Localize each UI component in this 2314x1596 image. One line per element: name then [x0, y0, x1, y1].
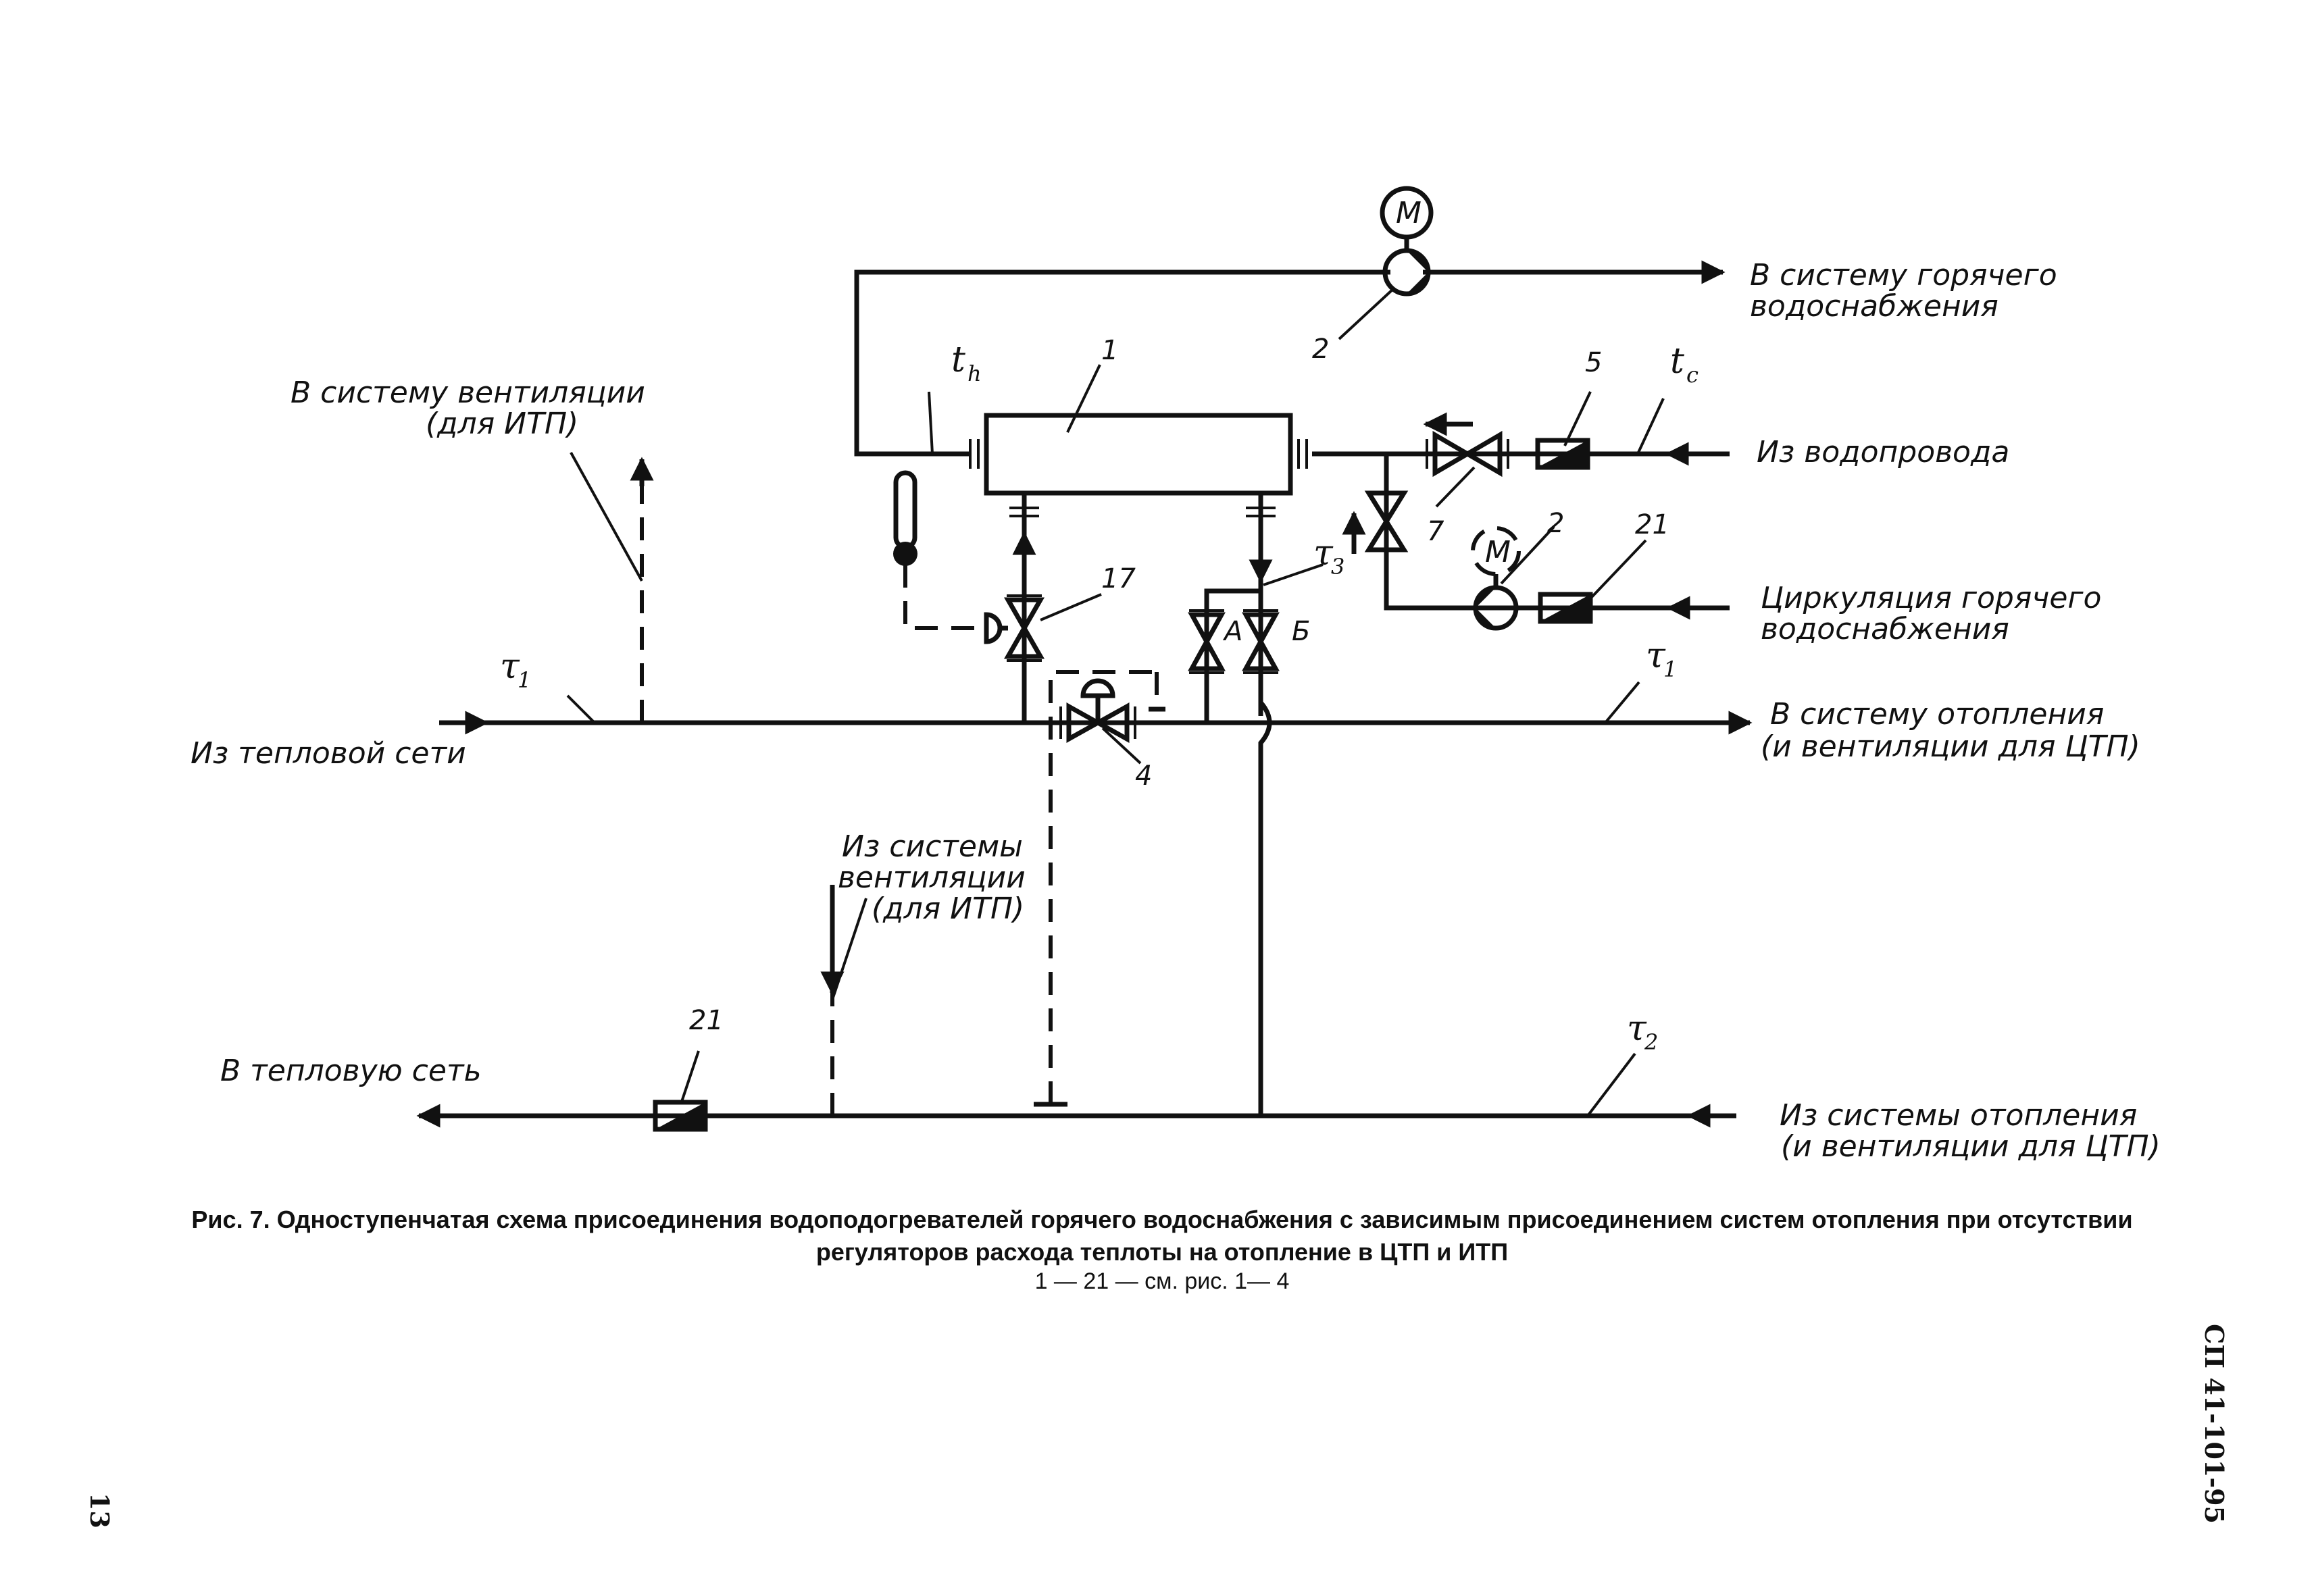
pump-2-icon [1380, 186, 1434, 297]
num-7: 7 [1427, 516, 1444, 547]
num-1: 1 [1101, 335, 1118, 366]
leader-lines [566, 288, 1665, 1117]
figure-caption-legend: 1 — 21 — см. рис. 1— 4 [1034, 1268, 1290, 1294]
label-from-water-main: Из водопровода [1757, 435, 2009, 469]
page-number: 13 [84, 1493, 115, 1528]
valve-b-label: Б [1292, 616, 1310, 647]
num-2-pump: 2 [1312, 334, 1329, 365]
check-valve-21-circ-icon [1538, 592, 1593, 624]
valve-a-label: А [1222, 616, 1242, 647]
flanges [969, 439, 1308, 517]
valve-b-icon [1242, 609, 1280, 674]
label-to-ventilation-1: В систему вентиляции [291, 376, 645, 410]
label-to-hot-water-2: водоснабжения [1750, 289, 1998, 324]
motor-label-top: М [1396, 196, 1422, 230]
label-from-heating-2: (и вентиляции для ЦТП) [1781, 1129, 2161, 1164]
bypass-a-pipe [1204, 588, 1261, 723]
svg-text:2: 2 [1644, 1029, 1658, 1055]
svg-text:t: t [951, 340, 965, 380]
document-code: СП 41-101-95 [2199, 1324, 2230, 1524]
symbol-tau2: τ 2 [1627, 1008, 1658, 1055]
svg-text:t: t [1670, 341, 1684, 382]
circulation-pump-icon [1471, 526, 1521, 631]
regulator-valve-4-icon [1059, 678, 1136, 743]
num-17: 17 [1101, 563, 1136, 594]
valve-7-horizontal-icon [1426, 430, 1509, 478]
motor-label-circ: М [1485, 535, 1511, 569]
heat-exchanger-1 [984, 413, 1293, 496]
symbol-tau1-right: τ 1 [1646, 636, 1677, 682]
svg-text:1: 1 [1663, 657, 1677, 682]
circulation-pipe [1384, 454, 1730, 611]
valve-17-icon [984, 594, 1045, 662]
label-from-ventilation-3: (для ИТП) [872, 892, 1024, 926]
label-from-heating-1: Из системы отопления [1780, 1098, 2137, 1133]
valve-7-vertical-icon [1364, 490, 1409, 552]
label-circulation-2: водоснабжения [1761, 612, 2009, 646]
svg-text:τ: τ [1646, 636, 1666, 676]
valve-a-icon [1188, 609, 1226, 674]
num-4: 4 [1135, 761, 1152, 792]
temperature-sensor-icon [893, 470, 917, 566]
symbol-tc: t c [1670, 341, 1699, 388]
label-to-heat-network: В тепловую сеть [220, 1054, 482, 1088]
water-meter-5-icon [1535, 438, 1590, 470]
label-to-heating-2: (и вентиляции для ЦТП) [1761, 729, 2140, 764]
symbol-tau1-left: τ 1 [500, 646, 531, 693]
svg-text:1: 1 [518, 667, 531, 693]
svg-text:τ: τ [500, 646, 520, 687]
num-5: 5 [1585, 347, 1602, 378]
svg-text:τ: τ [1627, 1008, 1647, 1049]
symbol-tau3: τ 3 [1313, 533, 1344, 580]
num-2-circ: 2 [1547, 508, 1564, 539]
label-circulation-1: Циркуляция горячего [1761, 581, 2101, 615]
svg-text:3: 3 [1331, 554, 1344, 580]
label-from-heat-network: Из тепловой сети [191, 736, 466, 771]
svg-text:τ: τ [1313, 533, 1334, 573]
temperature-impulse-line [903, 565, 986, 630]
svg-text:h: h [967, 361, 982, 386]
heater-return-jump [1258, 700, 1272, 1116]
label-from-ventilation-2: вентиляции [838, 860, 1026, 895]
label-from-ventilation-1: Из системы [842, 829, 1023, 864]
svg-text:c: c [1686, 362, 1699, 388]
label-to-ventilation-2: (для ИТП) [426, 407, 578, 441]
figure-caption: Рис. 7. Одноступенчатая схема присоедине… [191, 1206, 2133, 1266]
num-21-circ: 21 [1635, 509, 1669, 540]
label-to-hot-water-1: В систему горячего [1750, 258, 2057, 292]
num-21-return: 21 [689, 1005, 724, 1036]
label-to-heating-1: В систему отопления [1770, 697, 2104, 731]
hot-water-supply-pipe [854, 269, 1390, 457]
symbol-th: t h [951, 340, 982, 386]
